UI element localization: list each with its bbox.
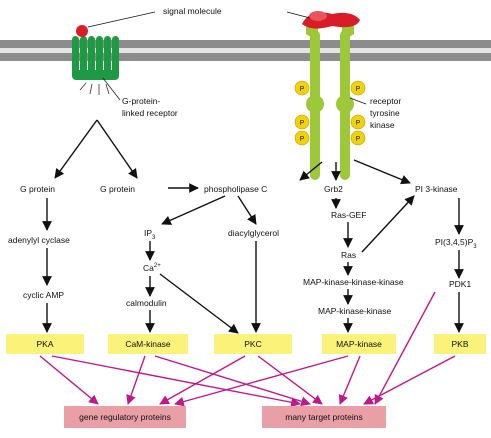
target-boxes: gene regulatory proteins many target pro… (64, 406, 386, 428)
phospholipase-c-label: phospholipase C (204, 184, 267, 194)
phospho-label: P (300, 136, 305, 143)
many-target-proteins-label: many target proteins (285, 412, 362, 422)
phospho-label: P (300, 86, 305, 93)
ip3-label: IP3 (144, 228, 156, 241)
g-protein-linked-receptor (72, 36, 119, 80)
leader-lines (87, 11, 367, 105)
phospho-label: P (300, 120, 305, 127)
g-protein-label-1: G protein (20, 184, 55, 194)
kinase-label-mapk: MAP-kinase (336, 339, 382, 349)
signal-molecule-small (76, 25, 88, 37)
grb2-label: Grb2 (324, 184, 343, 194)
rtk-label-2: tyrosine (370, 108, 400, 118)
phospho-label: P (356, 86, 361, 93)
rtk-label-1: receptor (370, 96, 401, 106)
mapkkk-label: MAP-kinase-kinase-kinase (303, 277, 404, 287)
kinase-label-pkc: PKC (244, 339, 261, 349)
kinase-label-pka: PKA (36, 339, 53, 349)
signal-molecule-label: signal molecule (163, 6, 222, 16)
receptor-tyrosine-kinase (305, 19, 355, 180)
gene-regulatory-proteins-label: gene regulatory proteins (79, 412, 171, 422)
diacylglycerol-label: diacylglycerol (228, 228, 279, 238)
ras-label: Ras (341, 250, 356, 260)
receptor-activation-lines (79, 82, 110, 95)
mapkk-label: MAP-kinase-kinase (318, 306, 391, 316)
phosphate-groups: P P P P P P (294, 80, 366, 146)
pip3-label: PI(3,4,5)P3 (435, 237, 477, 250)
phospho-label: P (356, 136, 361, 143)
signal-molecule-dimer (302, 11, 360, 29)
ras-gef-label: Ras-GEF (331, 210, 366, 220)
adenylyl-cyclase-label: adenylyl cyclase (8, 235, 70, 245)
cyclic-amp-label: cyclic AMP (23, 290, 64, 300)
calmodulin-label: calmodulin (126, 298, 167, 308)
calcium-label: Ca2+ (143, 263, 161, 273)
gprotein-receptor-label-1: G-protein- (122, 96, 160, 106)
pdk1-label: PDK1 (449, 279, 471, 289)
gprotein-receptor-label-2: linked receptor (122, 108, 178, 118)
kinase-label-pkb: PKB (451, 339, 468, 349)
kinase-boxes: PKA CaM-kinase PKC MAP-kinase PKB (6, 334, 486, 354)
cell-membrane (0, 40, 491, 61)
g-protein-label-2: G protein (100, 184, 135, 194)
kinase-label-camk: CaM-kinase (125, 339, 171, 349)
phospho-label: P (356, 120, 361, 127)
rtk-label-3: kinase (370, 120, 395, 130)
black-arrows (42, 119, 464, 334)
pi3k-label: PI 3-kinase (415, 184, 458, 194)
magenta-arrows (39, 291, 456, 408)
